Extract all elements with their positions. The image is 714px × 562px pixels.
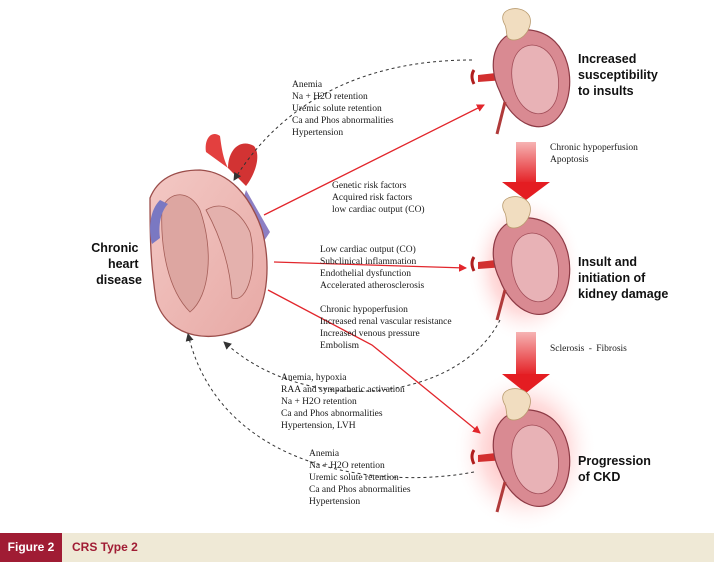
factor-line: Hypertension, LVH (281, 421, 356, 431)
factors-heart-to-kidney-mid: Low cardiac output (CO) Subclinical infl… (320, 244, 424, 291)
factor-line: Ca and Phos abnormalities (292, 116, 394, 126)
kidney-bottom-illustration (470, 388, 571, 513)
kidney-top-label: Increased susceptibility to insults (578, 52, 661, 98)
kidney-mid-label: Insult and initiation of kidney damage (578, 255, 668, 301)
heart-illustration (149, 133, 270, 337)
arrow-top-to-mid (502, 142, 550, 200)
red-arrow-heart-to-kidney-mid (273, 261, 467, 272)
factors-heart-to-kidney-bottom: Chronic hypoperfusion Increased renal va… (320, 304, 454, 351)
heart-label-line: Chronic (91, 241, 138, 255)
factors-top-to-mid: Chronic hypoperfusion Apoptosis (550, 142, 640, 165)
kidney-mid-label-line: kidney damage (578, 287, 668, 301)
factor-line: Anemia (292, 80, 323, 90)
heart-label-line: heart (108, 257, 139, 271)
kidney-bottom-label: Progression of CKD (578, 454, 654, 484)
factor-line: Ca and Phos abnormalities (309, 485, 411, 495)
kidney-mid-label-line: Insult and (578, 255, 637, 269)
kidney-mid-illustration (470, 196, 571, 321)
figure-title: CRS Type 2 (72, 540, 138, 554)
kidney-top-illustration (470, 8, 571, 135)
factor-line: Increased venous pressure (320, 329, 420, 339)
factor-line: Hypertension (292, 128, 343, 138)
factors-kidney-bottom-to-heart: Anemia Na + H2O retention Uremic solute … (309, 449, 413, 507)
kidney-bottom-label-line: Progression (578, 454, 651, 468)
factor-line: Chronic hypoperfusion (550, 142, 638, 153)
factors-mid-to-bottom: Sclerosis - Fibrosis (550, 344, 627, 354)
figure-number-badge: Figure 2 (0, 533, 62, 562)
kidney-mid-label-line: initiation of (578, 271, 646, 285)
red-arrow-heart-to-kidney-bottom (267, 289, 481, 434)
factor-line: Increased renal vascular resistance (320, 317, 452, 327)
factor-line: low cardiac output (CO) (332, 204, 425, 215)
factor-line: Endothelial dysfunction (320, 268, 411, 279)
factor-line: Low cardiac output (CO) (320, 244, 416, 255)
kidney-top-label-line: Increased (578, 52, 636, 66)
factor-line: Acquired risk factors (332, 192, 412, 203)
dashed-arrow-kidney-mid-to-heart (223, 319, 501, 392)
kidney-top-label-line: susceptibility (578, 68, 658, 82)
factors-kidney-to-heart-top: Anemia Na + H2O retention Uremic solute … (292, 80, 396, 138)
arrow-mid-to-bottom (502, 332, 550, 393)
factor-line: Na + H2O retention (281, 397, 357, 407)
factor-line: Na + H2O retention (292, 92, 368, 102)
crs-type2-diagram: Chronic heart disease Increased suscepti… (91, 8, 668, 532)
factor-line: Sclerosis (550, 344, 585, 354)
heart-label: Chronic heart disease (91, 241, 142, 287)
factor-line: Fibrosis (596, 344, 627, 354)
kidney-top-label-line: to insults (578, 84, 634, 98)
factor-line: Na + H2O retention (309, 461, 385, 471)
factor-line: RAA and sympathetic activation (281, 385, 405, 395)
dashed-arrow-kidney-bottom-to-heart (185, 333, 475, 479)
factor-line: Anemia, hypoxia (281, 373, 347, 383)
factor-line: Uremic solute retention (309, 473, 399, 483)
factor-line: Apoptosis (550, 155, 589, 165)
factor-line: Ca and Phos abnormalities (281, 409, 383, 419)
factor-separator: - (589, 344, 592, 354)
factor-line: Subclinical inflammation (320, 256, 417, 267)
caption-bar: Figure 2 CRS Type 2 (0, 533, 714, 562)
factor-line: Hypertension (309, 497, 360, 507)
factor-line: Uremic solute retention (292, 104, 382, 114)
factor-line: Embolism (320, 341, 360, 351)
factor-line: Genetic risk factors (332, 180, 407, 191)
factor-line: Chronic hypoperfusion (320, 304, 408, 315)
factors-heart-to-kidney-top: Genetic risk factors Acquired risk facto… (332, 180, 425, 215)
factors-kidney-mid-to-heart: Anemia, hypoxia RAA and sympathetic acti… (281, 373, 407, 431)
factor-line: Anemia (309, 449, 340, 459)
kidney-bottom-label-line: of CKD (578, 470, 620, 484)
red-arrow-heart-to-kidney-top (263, 104, 485, 216)
heart-label-line: disease (96, 273, 142, 287)
factor-line: Accelerated atherosclerosis (320, 281, 424, 291)
